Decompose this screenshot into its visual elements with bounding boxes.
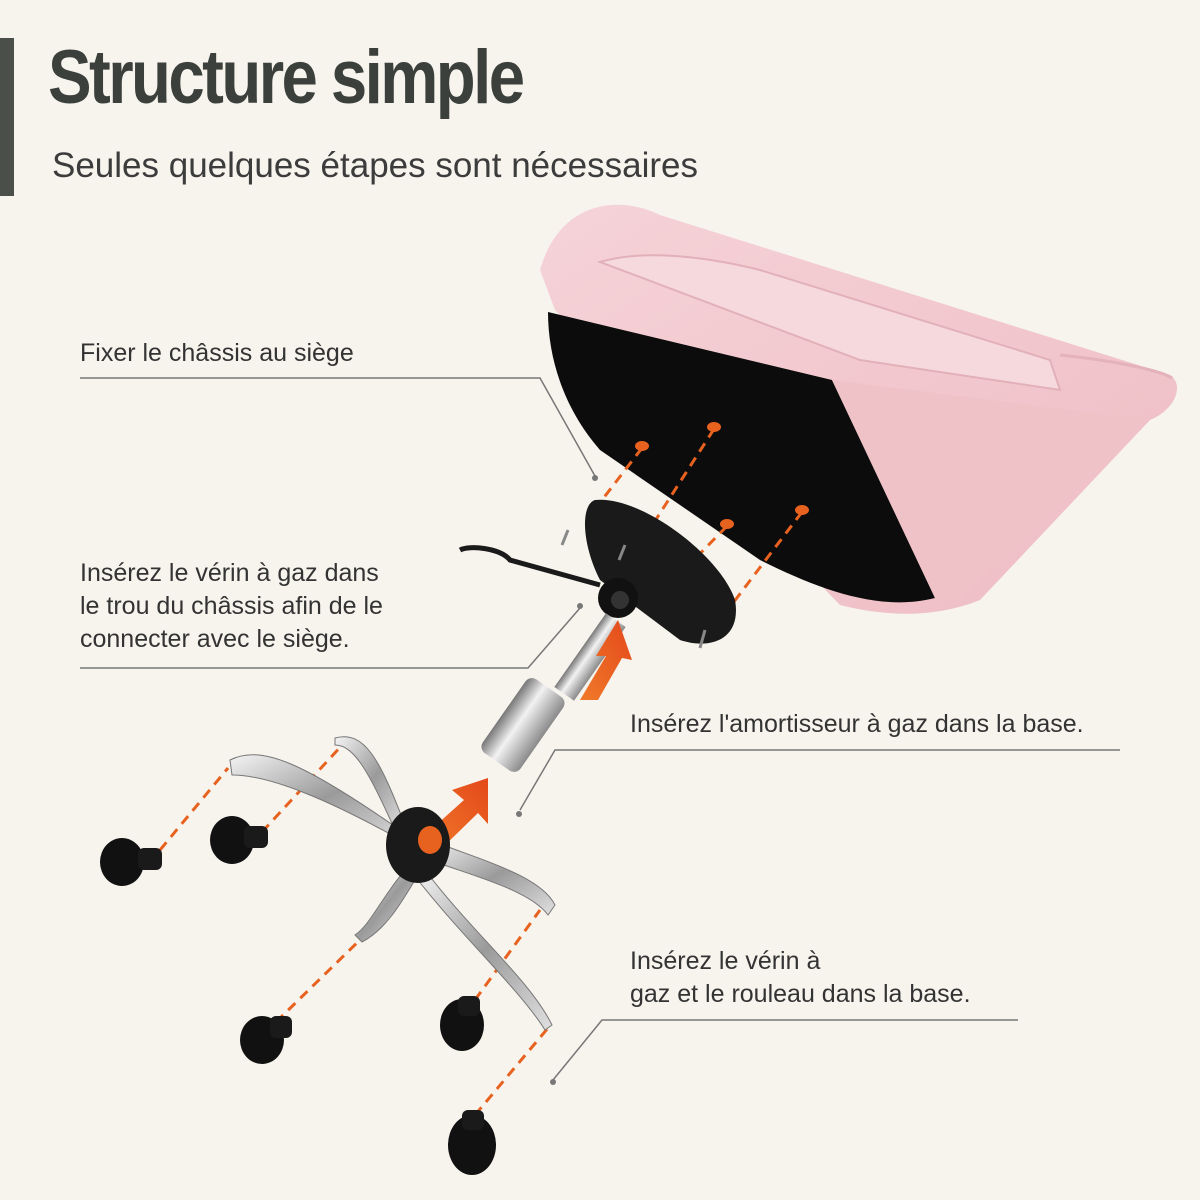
page-subtitle: Seules quelques étapes sont nécessaires [52,146,698,185]
caster-wheel-2 [210,816,268,864]
callout-insert-casters: Insérez le vérin à gaz et le rouleau dan… [630,945,971,1011]
up-arrow-icon [580,620,632,700]
leader-dot [577,603,583,609]
guide-lines [158,428,804,1116]
leader-dot [550,1079,556,1085]
callout-insert-cylinder: Insérez le vérin à gaz dans le trou du c… [80,557,383,656]
caster-wheel-4 [440,996,484,1051]
chassis-plate [458,499,736,649]
leader-dot [592,475,598,481]
callout-line: le trou du châssis afin de le [80,592,383,620]
leader-dot [516,811,522,817]
caster-wheel-1 [100,838,162,886]
callout-line: Insérez le vérin à gaz dans [80,559,379,587]
caster-wheel-3 [240,1016,292,1064]
callout-attach-frame: Fixer le châssis au siège [80,339,354,367]
gas-cylinder [481,613,626,772]
caster-wheel-5 [448,1110,496,1175]
chrome-base [229,736,556,1031]
page-title: Structure simple [48,35,525,120]
accent-bar [0,38,14,196]
seat-holes [635,422,809,529]
caster-wheels [100,816,496,1175]
callout-line: Insérez le vérin à [630,947,821,975]
seat [540,204,1178,614]
callout-line: gaz et le rouleau dans la base. [630,980,971,1008]
callout-line: connecter avec le siège. [80,625,350,653]
leader-lines [80,377,1120,1081]
callout-insert-shock: Insérez l'amortisseur à gaz dans la base… [630,710,1084,738]
